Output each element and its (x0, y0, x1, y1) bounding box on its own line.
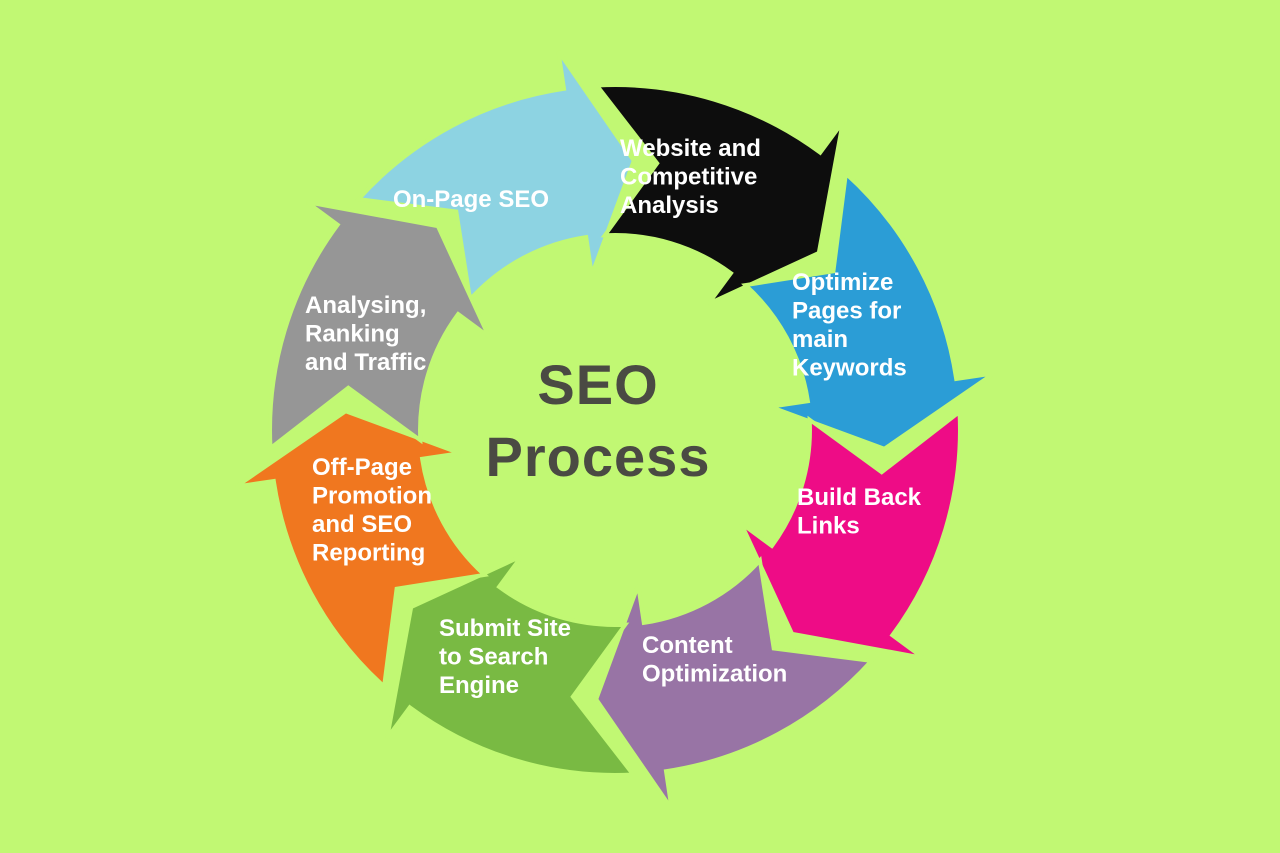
arrow-build-back-links (739, 407, 962, 660)
center-title-line2: Process (485, 425, 711, 488)
arrow-website-competitive-analysis (592, 83, 845, 306)
arrow-off-page-promotion-reporting (235, 408, 489, 691)
arrow-analysing-ranking-traffic (268, 200, 491, 453)
arrow-submit-site-to-search-engine (385, 554, 638, 777)
center-title: SEO Process (486, 349, 711, 493)
segment-on-page-seo: On-Page SEO (354, 50, 637, 304)
arrow-on-page-seo (354, 50, 637, 304)
arrow-optimize-pages-main-keywords (741, 169, 995, 452)
arrow-content-optimization (593, 556, 876, 810)
center-title-line1: SEO (537, 353, 659, 416)
label-on-page-seo: On-Page SEO (393, 186, 549, 213)
